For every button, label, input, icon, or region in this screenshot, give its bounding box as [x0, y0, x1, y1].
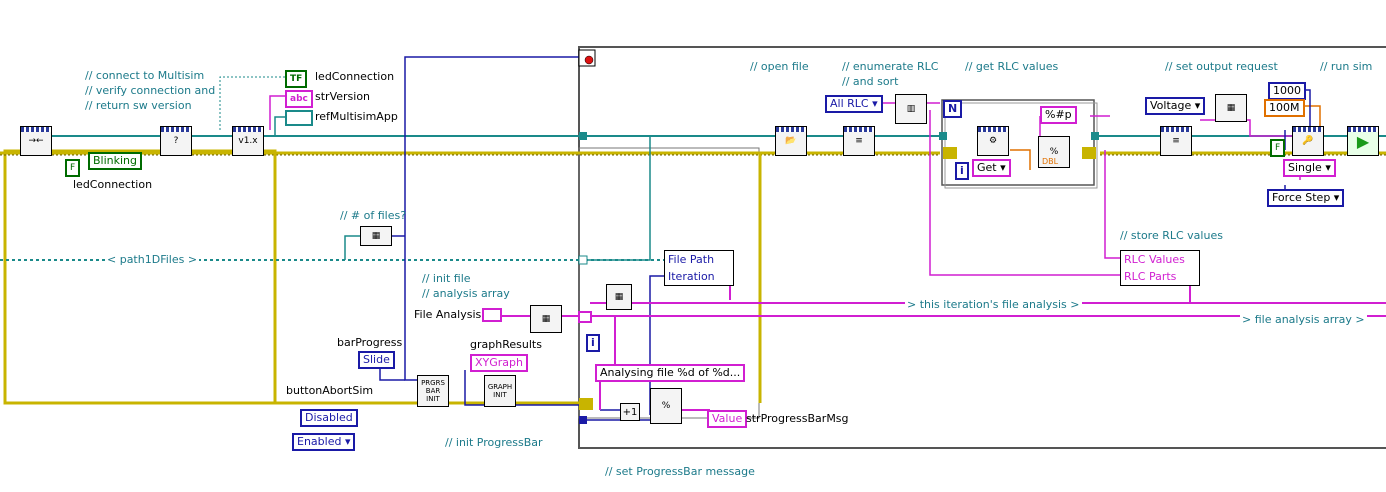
comment-get-rlc: // get RLC values — [965, 60, 1059, 73]
build-array-node[interactable]: ▦ — [1215, 94, 1247, 122]
file-analysis-label: File Analysis — [414, 308, 482, 321]
tf-terminal[interactable]: TF — [285, 70, 308, 88]
str-progress-msg-label: strProgressBarMsg — [746, 412, 849, 425]
tunnel — [578, 255, 588, 265]
button-abort-label: buttonAbortSim — [286, 384, 374, 397]
comment-enum-rlc2: // and sort — [842, 75, 899, 88]
comment-store-rlc: // store RLC values — [1120, 229, 1223, 242]
false-constant-1[interactable]: F — [65, 159, 81, 177]
fmt-p-constant[interactable]: %#p — [1040, 106, 1077, 124]
progress-bar-init-node[interactable]: PRGRS BAR INIT — [417, 375, 449, 407]
abc-terminal[interactable]: abc — [285, 90, 313, 108]
loop-i-terminal-1: i — [586, 334, 600, 352]
run-sim-setup-node[interactable]: 🔑 — [1292, 126, 1324, 156]
get-rlc-node[interactable]: ⚙ — [977, 126, 1009, 156]
comment-connect1: // connect to Multisim — [85, 69, 205, 82]
file-path-bundle[interactable]: File Path Iteration — [664, 250, 734, 286]
comment-set-progress-msg: // set ProgressBar message — [605, 465, 755, 478]
sort-array-node[interactable]: ▥ — [895, 94, 927, 124]
disabled-property[interactable]: Disabled — [300, 409, 358, 427]
bundle-iteration: Iteration — [668, 270, 715, 283]
comment-file-array: > file analysis array > — [1240, 313, 1367, 326]
tunnel — [579, 416, 587, 424]
index-array-node[interactable]: ▦ — [606, 284, 632, 310]
force-step-ring[interactable]: Force Step — [1267, 189, 1345, 207]
graph-results-label: graphResults — [470, 338, 542, 351]
comment-set-output: // set output request — [1165, 60, 1278, 73]
bundle-file-path: File Path — [668, 253, 715, 266]
comment-connect3: // return sw version — [85, 99, 192, 112]
graph-init-node[interactable]: GRAPH INIT — [484, 375, 516, 407]
slide-property[interactable]: Slide — [358, 351, 395, 369]
verify-connection-node[interactable]: ? — [160, 126, 192, 156]
num-files-wire[interactable] — [390, 56, 580, 381]
loop-n-terminal: N — [943, 100, 963, 118]
comment-open-file: // open file — [750, 60, 809, 73]
ref-multisim-label: refMultisimApp — [315, 110, 398, 123]
tunnel — [939, 132, 947, 140]
tunnel — [1091, 132, 1099, 140]
comment-init-progress: // init ProgressBar — [445, 436, 543, 449]
format-into-string-node[interactable]: % — [650, 388, 682, 424]
blinking-property[interactable]: Blinking — [88, 152, 143, 170]
shift-register — [578, 311, 592, 323]
increment-node[interactable]: +1 — [620, 403, 640, 421]
const-1000[interactable]: 1000 — [1268, 82, 1306, 100]
open-connection-node[interactable]: →← — [20, 126, 52, 156]
comment-iter-analysis: > this iteration's file analysis > — [905, 298, 1082, 311]
for-loop-frame[interactable] — [941, 99, 1095, 186]
comment-num-files: // # of files? — [340, 209, 407, 222]
xygraph-property[interactable]: XYGraph — [470, 354, 528, 372]
voltage-ring[interactable]: Voltage — [1145, 97, 1206, 115]
bar-progress-label: barProgress — [337, 336, 403, 349]
false-constant-2[interactable]: F — [1270, 139, 1286, 157]
const-100m[interactable]: 100M — [1264, 99, 1305, 117]
str-version-label: strVersion — [315, 90, 371, 103]
format-string-constant[interactable]: Analysing file %d of %d... — [595, 364, 746, 382]
get-ring[interactable]: Get — [972, 159, 1011, 177]
version-node[interactable]: v1.x — [232, 126, 264, 156]
loop-i-terminal-2: i — [955, 162, 969, 180]
enumerate-rlc-node[interactable]: ≡ — [843, 126, 875, 156]
init-array-node[interactable]: ▦ — [530, 305, 562, 333]
led-connection-label: ledConnection — [73, 178, 153, 191]
shift-register — [943, 147, 957, 159]
open-file-node[interactable]: 📂 — [775, 126, 807, 156]
format-value-node[interactable]: % — [1038, 136, 1070, 168]
shift-register — [1082, 147, 1096, 159]
file-analysis-constant[interactable] — [482, 308, 502, 322]
comment-init-file2: // analysis array — [422, 287, 510, 300]
rlc-bundle[interactable]: RLC Values RLC Parts — [1120, 250, 1200, 286]
enabled-ring[interactable]: Enabled — [292, 433, 356, 451]
set-output-node[interactable]: ≡ — [1160, 126, 1192, 156]
comment-init-file1: // init file — [422, 272, 471, 285]
dbl-label: DBL — [1042, 157, 1059, 166]
comment-path-wire: < path1DFiles > — [105, 253, 200, 266]
bundle-rlc-parts: RLC Parts — [1124, 270, 1177, 283]
comment-run-sim: // run sim — [1320, 60, 1373, 73]
shift-register — [579, 398, 593, 410]
prgrs-label: PRGRS BAR INIT — [421, 379, 445, 403]
tunnel — [579, 132, 587, 140]
file-count-node[interactable]: ▦ — [360, 226, 392, 246]
ref-terminal[interactable] — [285, 110, 313, 126]
comment-connect2: // verify connection and — [85, 84, 216, 97]
value-property[interactable]: Value — [707, 410, 748, 428]
led-connection-indicator: ledConnection — [315, 70, 395, 83]
bundle-rlc-values: RLC Values — [1124, 253, 1185, 266]
comment-enum-rlc1: // enumerate RLC — [842, 60, 939, 73]
graph-init-label: GRAPH INIT — [487, 383, 513, 399]
all-rlc-ring[interactable]: All RLC — [825, 95, 883, 113]
single-ring[interactable]: Single — [1283, 159, 1336, 177]
run-sim-node[interactable]: ▶ — [1347, 126, 1379, 156]
